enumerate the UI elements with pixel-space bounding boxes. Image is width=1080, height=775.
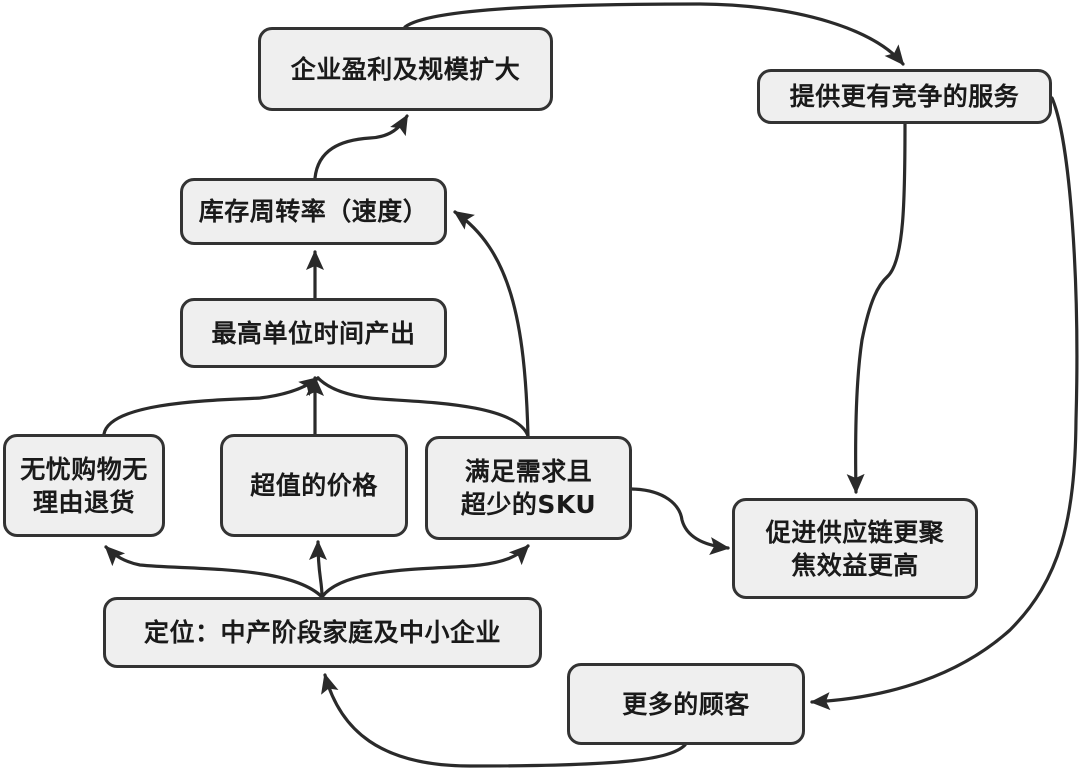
edge-position-to-value [309, 540, 328, 599]
node-supply-chain[interactable]: 促进供应链更聚 焦效益更高 [732, 498, 978, 599]
edge-service-to-supply [846, 122, 907, 494]
node-label: 库存周转率（速度） [198, 197, 429, 226]
node-label: 提供更有竞争的服务 [789, 82, 1020, 111]
edge-position-to-noworry [104, 545, 324, 599]
node-competitive-service[interactable]: 提供更有竞争的服务 [757, 69, 1052, 124]
edge-sku-to-supply [630, 487, 730, 556]
node-label-line-2: 理由退货 [32, 487, 135, 517]
node-value-price[interactable]: 超值的价格 [220, 434, 408, 537]
node-label-line-1: 促进供应链更聚 [765, 517, 945, 547]
edge-noworry-to-output [102, 376, 320, 436]
node-label-line-1: 满足需求且 [464, 457, 593, 486]
node-enterprise-profit[interactable]: 企业盈利及规模扩大 [258, 27, 553, 111]
node-label: 定位：中产阶段家庭及中小企业 [143, 618, 501, 647]
node-label-line-2: 超少的SKU [460, 490, 597, 519]
edge-sku-to-turnover [453, 210, 530, 438]
edge-profit-to-service [403, 2, 905, 66]
edge-customer-to-position [321, 673, 687, 768]
node-inventory-turnover[interactable]: 库存周转率（速度） [180, 178, 447, 245]
node-label: 更多的顾客 [622, 689, 750, 719]
edge-service-to-customer [810, 96, 1079, 711]
node-label: 超值的价格 [250, 471, 378, 500]
node-positioning[interactable]: 定位：中产阶段家庭及中小企业 [103, 597, 542, 668]
node-more-customers[interactable]: 更多的顾客 [567, 663, 805, 745]
edge-turnover-to-profit [313, 114, 409, 180]
node-limited-sku[interactable]: 满足需求且 超少的SKU [425, 436, 632, 540]
node-max-output-per-time[interactable]: 最高单位时间产出 [180, 298, 447, 368]
edge-sku-to-output [316, 376, 530, 438]
node-label: 最高单位时间产出 [211, 318, 416, 348]
edge-position-to-sku [320, 544, 530, 599]
node-no-worry-returns[interactable]: 无忧购物无 理由退货 [3, 434, 165, 537]
node-label: 企业盈利及规模扩大 [290, 54, 521, 84]
node-label-line-2: 焦效益更高 [791, 550, 919, 580]
node-label-line-1: 无忧购物无 [20, 454, 148, 484]
